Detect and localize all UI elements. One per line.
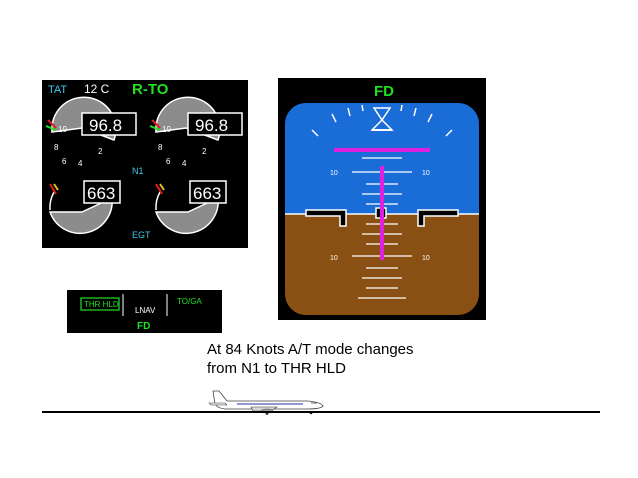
tat-value: 12 C [84,82,110,96]
aircraft-symbol-right [417,209,459,227]
tick-6: 6 [166,157,171,166]
tick-2: 2 [98,147,103,156]
egt-label: EGT [132,230,151,240]
tick-4: 4 [78,159,83,168]
flight-mode-annunciator: THR HLD LNAV TO/GA FD [67,290,222,333]
tick-8: 8 [158,143,163,152]
egt-value-right: 663 [193,184,221,203]
pitch-label-upper-left: 10 [330,170,338,177]
fma-svg: THR HLD LNAV TO/GA FD [80,294,202,332]
caption-line-1: At 84 Knots A/T mode changes [207,341,414,358]
pitch-label-upper-right: 10 [422,170,430,177]
pitch-mode: TO/GA [177,297,202,306]
tick-6: 6 [62,157,67,166]
tick-2: 2 [202,147,207,156]
n1-value-right: 96.8 [195,116,228,135]
pitch-label-lower-right: 10 [422,255,430,262]
tick-4: 4 [182,159,187,168]
n1-gauge-right: 10 8 6 4 2 96.8 [149,96,243,168]
adi-svg: FD 10 10 [283,83,481,317]
adi-fd-label: FD [374,83,394,100]
runway-line [42,411,600,413]
tat-label: TAT [48,84,67,96]
fma-fd-label: FD [137,321,150,332]
n1-gauge-left: 10 8 6 4 2 96.8 [45,96,137,168]
tick-10: 10 [162,125,171,134]
n1-value-left: 96.8 [89,116,122,135]
engine-display: TAT 12 C R-TO 10 8 6 4 2 96.8 10 8 6 4 2 [42,80,248,248]
egt-value-left: 663 [87,184,115,203]
aircraft-symbol-left [305,209,347,227]
n1-label: N1 [132,166,144,176]
caption-line-2: from N1 to THR HLD [207,360,346,377]
thrust-mode: R-TO [132,81,169,98]
attitude-indicator: FD 10 10 [278,78,486,320]
engine-display-svg: TAT 12 C R-TO 10 8 6 4 2 96.8 10 8 6 4 2 [45,81,243,240]
tick-8: 8 [54,143,59,152]
autothrottle-mode: THR HLD [84,300,119,309]
roll-mode: LNAV [135,306,156,315]
caption: At 84 Knots A/T mode changes from N1 to … [207,340,467,378]
pitch-label-lower-left: 10 [330,255,338,262]
tick-10: 10 [58,125,67,134]
egt-gauge-right: 663 [154,180,227,235]
egt-gauge-left: 663 [48,180,121,235]
